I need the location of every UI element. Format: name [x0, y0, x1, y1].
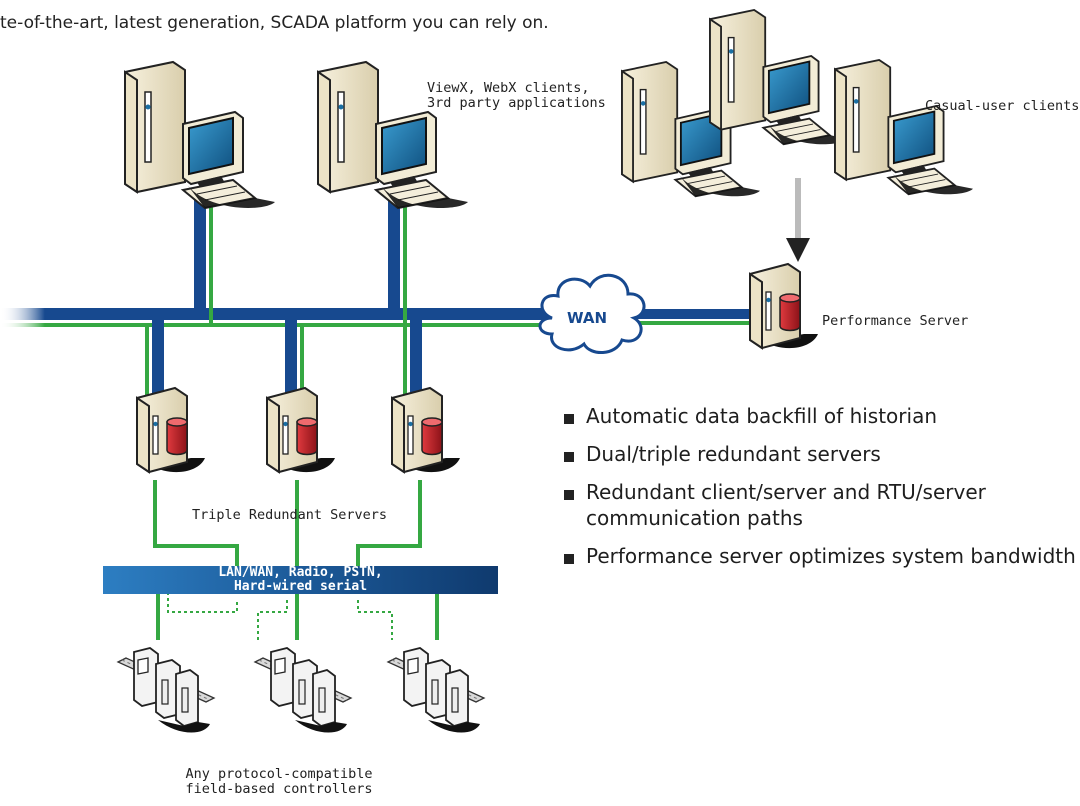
- database-server-icon: [266, 387, 336, 474]
- triple-redundant-label: Triple Redundant Servers: [192, 507, 388, 523]
- performance-server-label: Performance Server: [822, 313, 969, 329]
- wan-cloud-icon: [538, 273, 646, 354]
- workstation-icon: [834, 59, 974, 196]
- controllers-label: Any protocol-compatible field-based cont…: [185, 766, 373, 797]
- network-box: [103, 566, 498, 594]
- feature-item-continuation: communication paths: [586, 506, 803, 530]
- database-server-icon: [749, 263, 819, 350]
- bullet-icon: [564, 414, 574, 424]
- database-server-icon: [136, 387, 206, 474]
- feature-item: Redundant client/server and RTU/server: [562, 479, 1080, 505]
- rtu-controller-icon: [254, 647, 352, 734]
- bullet-icon: [564, 452, 574, 462]
- feature-list: Automatic data backfill of historian Dua…: [562, 403, 1080, 569]
- wan-label: WAN: [567, 309, 608, 327]
- main-bus-green: [0, 323, 560, 327]
- clients-label: ViewX, WebX clients, 3rd party applicati…: [427, 80, 606, 111]
- rtu-controller-icon: [117, 647, 215, 734]
- workstation-icon: [709, 9, 849, 146]
- main-bus-blue: [0, 308, 560, 320]
- rtu-controller-icon: [387, 647, 485, 734]
- feature-item: Automatic data backfill of historian: [562, 403, 1080, 429]
- database-server-icon: [391, 387, 461, 474]
- down-arrow-icon: [786, 178, 810, 262]
- bullet-icon: [564, 490, 574, 500]
- network-box-label: LAN/WAN, Radio, PSTN, Hard-wired serial: [218, 565, 383, 594]
- casual-user-label: Casual-user clients: [925, 98, 1080, 114]
- bullet-icon: [564, 554, 574, 564]
- feature-item: Performance server optimizes system band…: [562, 543, 1080, 569]
- feature-item: Dual/triple redundant servers: [562, 441, 1080, 467]
- intro-text: te-of-the-art, latest generation, SCADA …: [0, 13, 549, 33]
- workstation-icon: [124, 61, 276, 209]
